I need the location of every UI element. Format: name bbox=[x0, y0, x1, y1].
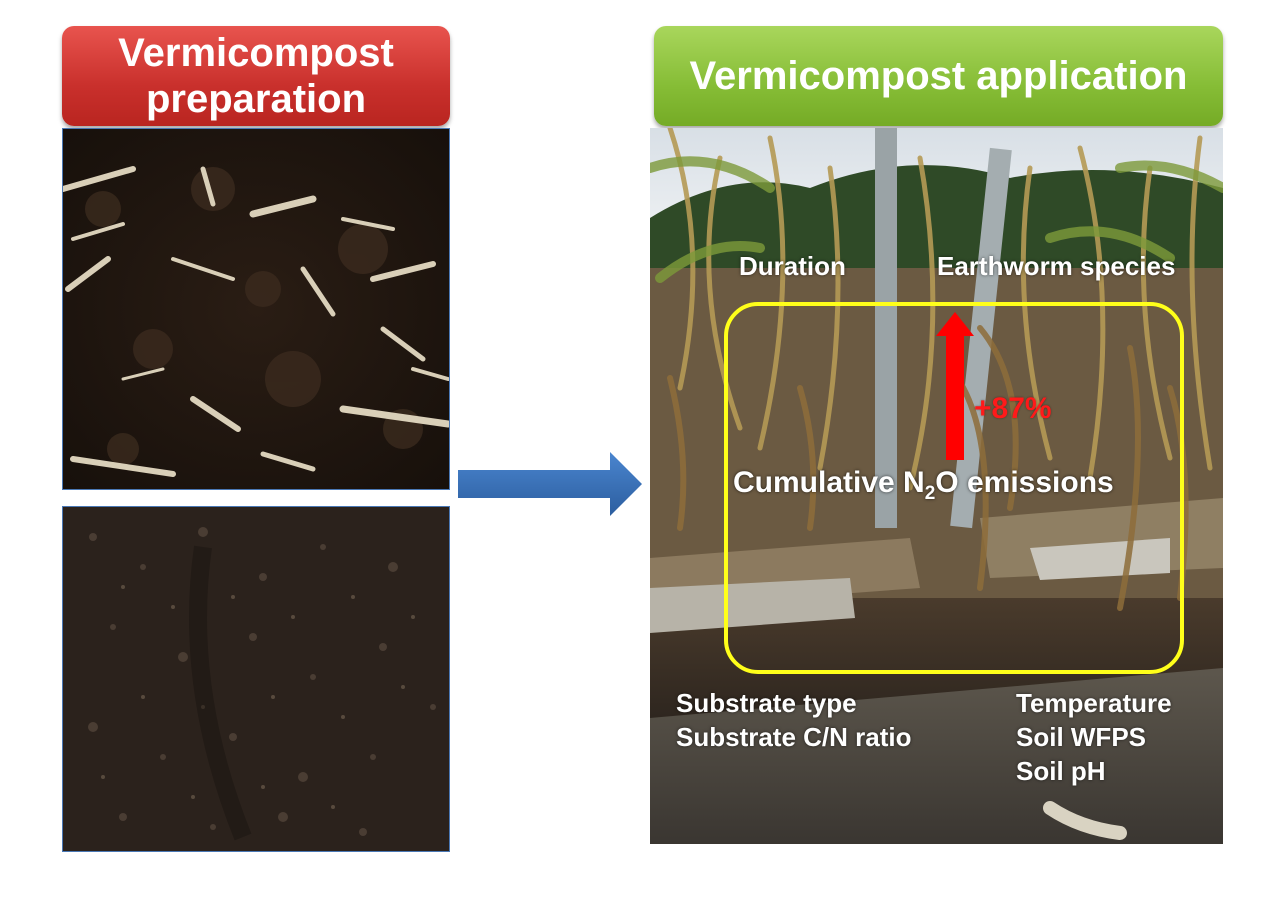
cumulative-emissions-label: Cumulative N2O emissions bbox=[733, 466, 1114, 505]
right-arrow-icon bbox=[458, 452, 642, 516]
application-title-banner: Vermicompost application bbox=[654, 26, 1223, 126]
factor-soil-wfps: Soil WFPS bbox=[1016, 722, 1146, 752]
factor-earthworm-species: Earthworm species bbox=[937, 251, 1176, 281]
factor-substrate-cn-ratio: Substrate C/N ratio bbox=[676, 722, 912, 752]
factors-soil: Temperature Soil WFPS Soil pH bbox=[1016, 686, 1172, 788]
emissions-prefix: Cumulative N bbox=[733, 466, 925, 499]
vermicompost-photo-top bbox=[62, 128, 450, 490]
factor-soil-ph: Soil pH bbox=[1016, 756, 1106, 786]
factor-temperature: Temperature bbox=[1016, 688, 1172, 718]
emissions-highlight-box bbox=[724, 302, 1184, 674]
factor-substrate-type: Substrate type bbox=[676, 688, 857, 718]
preparation-title-banner: Vermicompost preparation bbox=[62, 26, 450, 126]
field-photo bbox=[650, 128, 1223, 844]
up-arrow-icon bbox=[936, 312, 974, 460]
application-title: Vermicompost application bbox=[689, 54, 1188, 98]
emissions-suffix: O emissions bbox=[935, 466, 1114, 499]
preparation-title: Vermicompost preparation bbox=[118, 31, 394, 121]
increase-percent-label: +87% bbox=[974, 392, 1052, 425]
factor-duration: Duration bbox=[739, 251, 846, 281]
factors-substrate: Substrate type Substrate C/N ratio bbox=[676, 686, 912, 754]
emissions-subscript: 2 bbox=[924, 483, 936, 504]
vermicompost-photo-bottom bbox=[62, 506, 450, 852]
